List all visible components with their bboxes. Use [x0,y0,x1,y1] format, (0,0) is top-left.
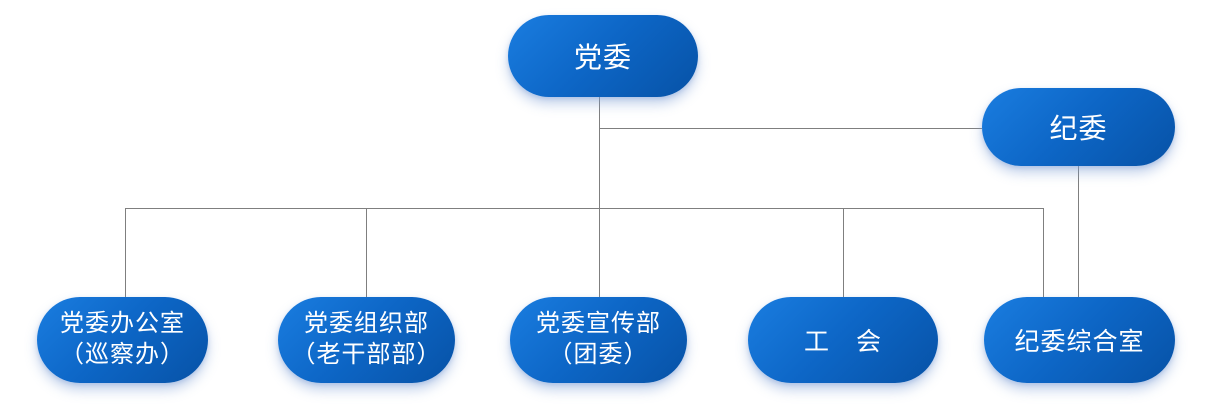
connector-dangwei-to-jiwei [599,128,982,129]
node-dangwei-label: 党委 [573,43,632,74]
node-dangwei-bangongshi-line1: 党委办公室 [60,311,185,337]
node-dangwei-xuanchuanbu-line2: （团委） [548,342,649,368]
node-dangwei-xuanchuanbu: 党委宣传部 （团委） [510,297,687,383]
node-dangwei-bangongshi-line2: （巡察办） [60,342,185,368]
connector-rail [125,208,1043,209]
node-gonghui-label: 工 会 [803,329,882,356]
connector-drop-zongheshi [1043,208,1044,297]
node-jiwei-label: 纪委 [1049,114,1108,145]
node-gonghui: 工 会 [748,297,938,383]
connector-drop-zuzhibu [366,208,367,297]
node-jiwei: 纪委 [982,88,1175,166]
connector-drop-bangongshi [125,208,126,297]
node-dangwei-zuzhibu-line2: （老干部部） [291,342,442,368]
node-dangwei-xuanchuanbu-line1: 党委宣传部 [536,311,661,337]
node-jiwei-zongheshi: 纪委综合室 [984,297,1175,383]
node-jiwei-zongheshi-label: 纪委综合室 [1014,329,1145,356]
connector-dangwei-stem [599,97,600,297]
node-dangwei: 党委 [508,15,698,97]
node-dangwei-zuzhibu: 党委组织部 （老干部部） [278,297,455,383]
connector-jiwei-to-zongheshi [1078,166,1079,297]
node-dangwei-zuzhibu-line1: 党委组织部 [304,311,429,337]
node-dangwei-bangongshi: 党委办公室 （巡察办） [37,297,208,383]
connector-drop-gonghui [843,208,844,297]
